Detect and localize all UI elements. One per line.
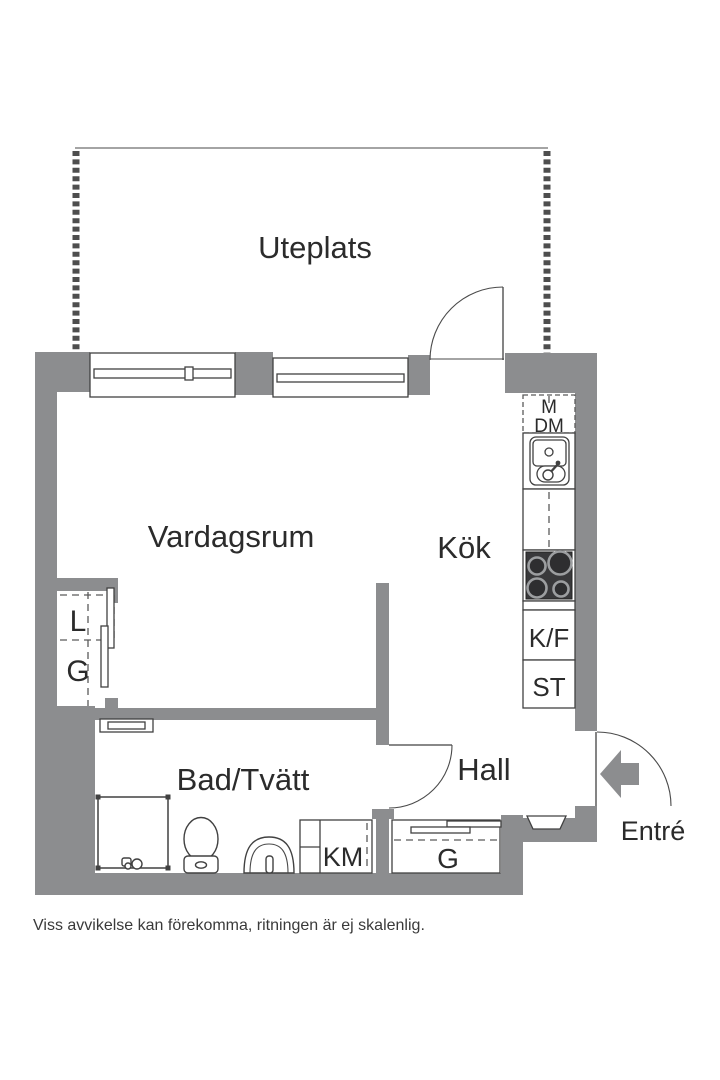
- balcony-door-icon: [429, 286, 504, 361]
- window-icon-right: [272, 357, 409, 398]
- pantry-label: ST: [532, 672, 565, 702]
- room-label-kok: Kök: [437, 530, 491, 565]
- hall-wardrobe: G: [391, 819, 502, 874]
- sliding-door-panel-icon: [446, 820, 502, 828]
- toilet-icon: [183, 816, 219, 874]
- bathroom-door-icon: [388, 744, 453, 809]
- washbasin-icon: [243, 836, 295, 874]
- living-wardrobe: L G: [60, 587, 115, 706]
- stove-icon: [522, 549, 576, 602]
- walls: [35, 352, 597, 895]
- dishwasher-label: DM: [534, 416, 564, 437]
- wardrobe-hall-label: G: [437, 843, 459, 874]
- shower-mixer-icon: [121, 857, 143, 870]
- microwave-label: M: [541, 397, 557, 418]
- room-label-entre: Entré: [621, 816, 686, 846]
- sliding-door-panel-icon: [106, 587, 115, 649]
- bathroom-vent-icon: [99, 718, 154, 733]
- room-label-bad-tvatt: Bad/Tvätt: [177, 762, 310, 797]
- uteplats-boundary: [72, 147, 551, 354]
- entry-threshold-icon: [525, 815, 568, 830]
- fridge-freezer-label: K/F: [529, 623, 569, 653]
- kitchen-counter: M DM K/F ST: [522, 394, 576, 709]
- entry-door-icon: [595, 731, 672, 807]
- disclaimer-text: Viss avvikelse kan förekomma, ritningen …: [33, 917, 425, 934]
- sliding-door-panel-icon: [100, 625, 109, 688]
- linen-closet-label: L: [70, 605, 87, 638]
- pantry-box: [522, 659, 576, 709]
- washing-machine-label: KM: [323, 842, 364, 872]
- room-label-vardagsrum: Vardagsrum: [148, 519, 315, 554]
- window-icon-left: [89, 352, 236, 398]
- entry-arrow-icon: [600, 750, 639, 798]
- room-label-hall: Hall: [457, 752, 510, 787]
- washing-machine-box: KM: [299, 819, 373, 874]
- microwave-dishwasher-cabinet: [522, 394, 576, 434]
- counter-gap: [522, 600, 576, 611]
- kitchen-sink-icon: [522, 432, 576, 490]
- sliding-door-panel-icon: [410, 826, 471, 834]
- wardrobe-living-label: G: [66, 655, 89, 688]
- room-label-uteplats: Uteplats: [258, 230, 372, 265]
- shower-icon: [95, 794, 171, 871]
